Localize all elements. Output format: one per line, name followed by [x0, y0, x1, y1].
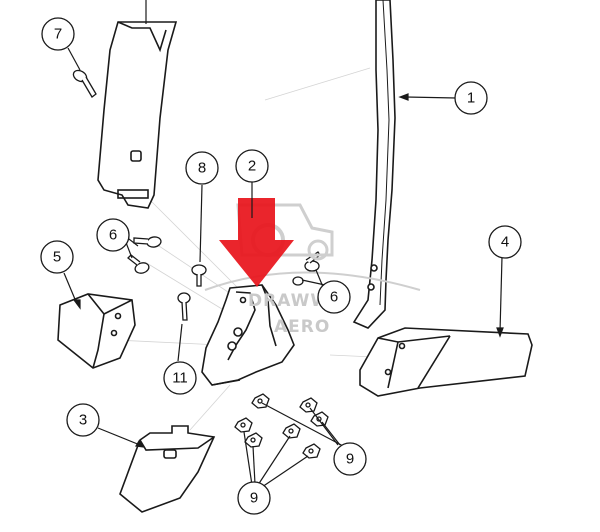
- callout-1: 1: [454, 81, 488, 115]
- part-4-right-wing: [359, 327, 533, 397]
- bolt-7: [72, 69, 97, 98]
- part-3-lower-blade: [119, 425, 216, 513]
- callout-7-label: 7: [54, 26, 62, 43]
- part-7-upper-blade: [97, 21, 178, 209]
- callout-9-bottom: 9: [237, 481, 271, 515]
- bolt-6-lower: [127, 254, 150, 274]
- bolt-6-upper: [133, 236, 162, 248]
- nut-2: [299, 397, 318, 413]
- part-5-left-wing: [57, 293, 136, 369]
- callout-9-bottom-label: 9: [250, 490, 258, 507]
- callout-6-right-label: 6: [330, 289, 338, 306]
- callout-5-label: 5: [53, 249, 61, 266]
- callout-9-right: 9: [333, 442, 367, 476]
- callout-9-right-label: 9: [346, 451, 354, 468]
- part-2-center-body: [201, 284, 295, 386]
- callout-4: 4: [488, 225, 522, 259]
- callout-2-label: 2: [248, 158, 256, 175]
- callout-1-label: 1: [467, 90, 475, 107]
- callout-2: 2: [235, 149, 269, 183]
- bolt-8: [191, 264, 207, 287]
- watermark-line-2: AERO: [274, 317, 330, 337]
- callout-6-left-label: 6: [109, 227, 117, 244]
- callout-6-right: 6: [317, 280, 351, 314]
- nut-3: [310, 411, 329, 427]
- highlight-arrow-icon: [219, 198, 294, 287]
- callout-7: 7: [41, 17, 75, 51]
- callout-5: 5: [40, 240, 74, 274]
- nut-7: [302, 443, 321, 459]
- callout-markers: 7 1 8 2 6 4 5 6 11 3 9 9: [40, 17, 522, 515]
- bolt-11: [177, 292, 191, 321]
- callout-6-left: 6: [96, 218, 130, 252]
- nut-4: [234, 417, 253, 433]
- callout-3: 3: [66, 403, 100, 437]
- callout-11: 11: [163, 361, 197, 395]
- leader-lines: [63, 0, 504, 488]
- part-1-shank: [352, 0, 396, 329]
- bolt-6-right-2: [292, 276, 304, 286]
- callout-4-label: 4: [501, 234, 509, 251]
- nut-6: [244, 432, 263, 448]
- callout-11-label: 11: [172, 370, 188, 387]
- nut-5: [282, 423, 301, 439]
- callout-3-label: 3: [79, 412, 87, 429]
- callout-8-label: 8: [198, 160, 206, 177]
- callout-8: 8: [185, 151, 219, 185]
